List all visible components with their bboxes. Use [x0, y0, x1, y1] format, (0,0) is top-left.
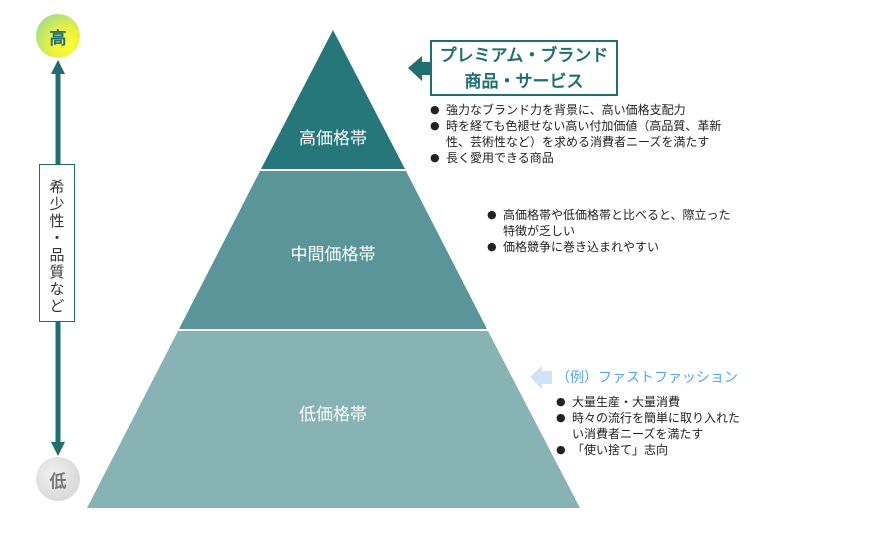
list-item: 「使い捨て」志向 — [556, 442, 746, 458]
axis-high-badge: 高 — [36, 14, 80, 58]
list-item: 時を経ても色褪せない高い付加価値（高品質、革新性、芸術性など）を求める消費者ニー… — [430, 118, 730, 150]
arrow-up-icon — [51, 60, 65, 74]
low-bullets: 大量生産・大量消費 時々の流行を簡単に取り入れたい消費者ニーズを満たす 「使い捨… — [556, 394, 746, 458]
example-label: （例）ファストファッション — [556, 370, 738, 386]
axis-label: 希少性・品質など — [47, 179, 66, 315]
mid-bullets: 高価格帯や低価格帯と比べると、際立った特徴が乏しい 価格競争に巻き込まれやすい — [487, 207, 737, 255]
list-item: 高価格帯や低価格帯と比べると、際立った特徴が乏しい — [487, 207, 737, 239]
tier-low-shape — [87, 331, 580, 508]
axis-label-box: 希少性・品質など — [39, 164, 75, 322]
list-item: 大量生産・大量消費 — [556, 394, 746, 410]
example-arrow-icon — [530, 366, 552, 389]
list-item: 時々の流行を簡単に取り入れたい消費者ニーズを満たす — [556, 410, 746, 442]
tier-high-label: 高価格帯 — [299, 129, 367, 149]
tier-high-shape — [261, 30, 405, 169]
tier-low-label: 低価格帯 — [299, 405, 367, 425]
list-item: 長く愛用できる商品 — [430, 150, 730, 166]
list-item: 価格競争に巻き込まれやすい — [487, 239, 737, 255]
callout-arrow-icon — [408, 56, 432, 81]
arrow-down-icon — [51, 442, 65, 456]
list-item: 強力なブランド力を背景に、高い価格支配力 — [430, 102, 730, 118]
premium-callout: プレミアム・ブランド 商品・サービス — [430, 40, 618, 96]
premium-callout-line2: 商品・サービス — [464, 72, 584, 92]
premium-callout-line1: プレミアム・ブランド — [439, 46, 609, 66]
tier-mid-label: 中間価格帯 — [290, 245, 376, 265]
tier-mid-shape — [179, 171, 487, 329]
high-bullets: 強力なブランド力を背景に、高い価格支配力 時を経ても色褪せない高い付加価値（高品… — [430, 102, 730, 166]
axis-low-badge: 低 — [36, 457, 80, 501]
